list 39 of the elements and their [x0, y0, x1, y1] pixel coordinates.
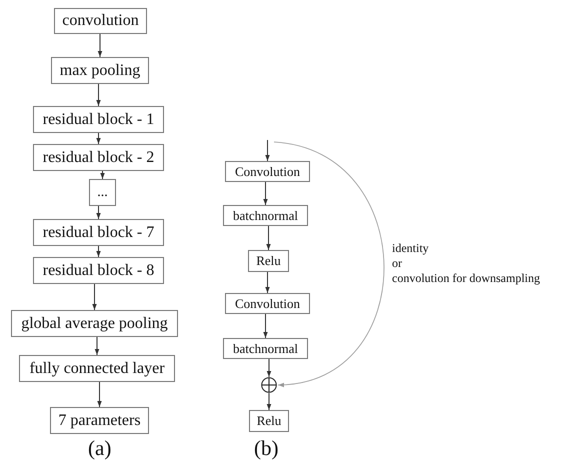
annotation-text: identity — [392, 241, 429, 256]
panel-label: (b) — [254, 436, 278, 461]
arrow — [96, 132, 101, 144]
arrow — [100, 170, 105, 180]
arrow — [266, 226, 271, 250]
layer-box: residual block - 2 — [33, 144, 164, 171]
arrow — [266, 392, 272, 410]
layer-box: convolution — [54, 8, 147, 34]
arrow — [263, 314, 268, 338]
arrow — [96, 84, 101, 106]
layer-box: Convolution — [225, 161, 310, 182]
arrow — [97, 382, 102, 408]
skip-connection-arrow — [274, 142, 384, 386]
layer-box: Relu — [249, 410, 289, 432]
layer-box: max pooling — [51, 57, 149, 84]
sum-circle — [261, 377, 277, 393]
layer-box: residual block - 1 — [33, 106, 164, 133]
arrow — [98, 34, 102, 58]
annotation-text: convolution for downsampling — [392, 271, 540, 286]
layer-box: global average pooling — [11, 310, 178, 337]
layer-box: 7 parameters — [50, 407, 149, 434]
panel-label: (a) — [88, 436, 112, 461]
layer-box: batchnormal — [223, 205, 308, 226]
arrow — [92, 284, 97, 310]
arrow — [266, 358, 272, 378]
arrow — [265, 272, 270, 294]
arrow — [94, 336, 100, 356]
layer-box: residual block - 8 — [33, 257, 164, 284]
layer-box: ... — [89, 179, 116, 206]
arrow — [265, 140, 270, 162]
annotation-text: or — [392, 256, 402, 271]
arrow — [96, 206, 101, 220]
layer-box: Relu — [248, 250, 289, 272]
layer-box: batchnormal — [223, 338, 308, 359]
arrow — [96, 246, 101, 258]
layer-box: residual block - 7 — [33, 219, 164, 246]
arrow — [263, 182, 268, 206]
layer-box: fully connected layer — [19, 355, 175, 382]
layer-box: Convolution — [225, 293, 310, 314]
